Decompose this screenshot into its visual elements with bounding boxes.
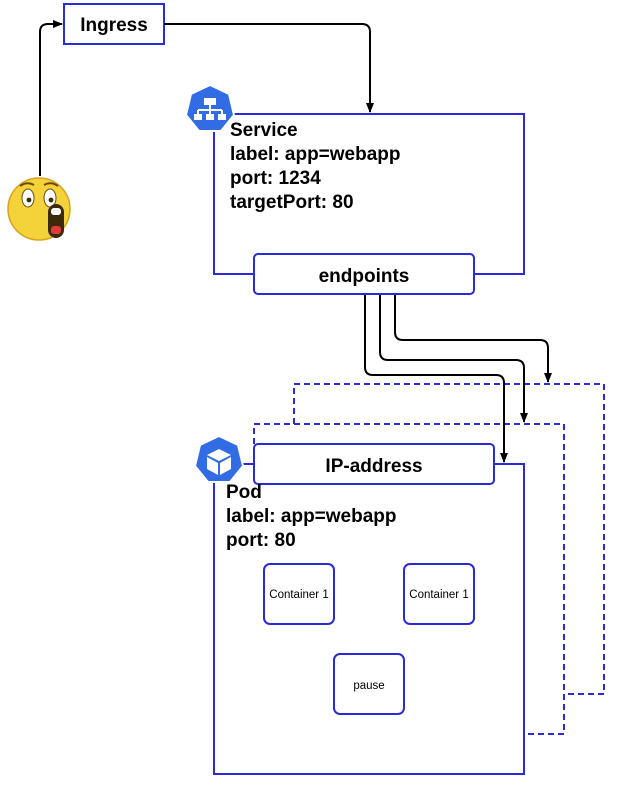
- ingress-to-service-arrow: [164, 23, 374, 113]
- container-label-1: Container 1: [269, 589, 328, 601]
- kubernetes-service-icon: [184, 83, 236, 132]
- container-box-1[interactable]: [263, 563, 335, 625]
- service-label-line: label: app=webapp: [230, 144, 401, 165]
- pause-label: pause: [353, 680, 384, 692]
- shocked-face-emoji-icon: [7, 177, 71, 241]
- endpoints-box[interactable]: [253, 253, 475, 295]
- service-targetport-line: targetPort: 80: [230, 192, 354, 213]
- service-box[interactable]: [213, 113, 525, 275]
- user-to-ingress-arrow: [39, 20, 63, 176]
- pod-port-line: port: 80: [226, 530, 296, 551]
- pause-container-box[interactable]: [333, 653, 405, 715]
- container-box-2[interactable]: [403, 563, 475, 625]
- endpoint-arrow-2: [379, 294, 528, 423]
- ingress-box[interactable]: [63, 3, 165, 45]
- ingress-label: Ingress: [80, 15, 148, 36]
- pod-title: Pod: [226, 482, 262, 503]
- endpoints-label: endpoints: [319, 266, 410, 287]
- container-label-2: Container 1: [409, 589, 468, 601]
- service-port-line: port: 1234: [230, 168, 321, 189]
- service-title: Service: [230, 120, 298, 141]
- endpoint-arrow-3: [394, 294, 552, 383]
- ip-address-label: IP-address: [325, 456, 422, 477]
- pod-label-line: label: app=webapp: [226, 506, 397, 527]
- ip-address-box[interactable]: [253, 443, 495, 485]
- endpoint-arrow-1: [364, 294, 508, 463]
- kubernetes-pod-icon: [193, 434, 245, 483]
